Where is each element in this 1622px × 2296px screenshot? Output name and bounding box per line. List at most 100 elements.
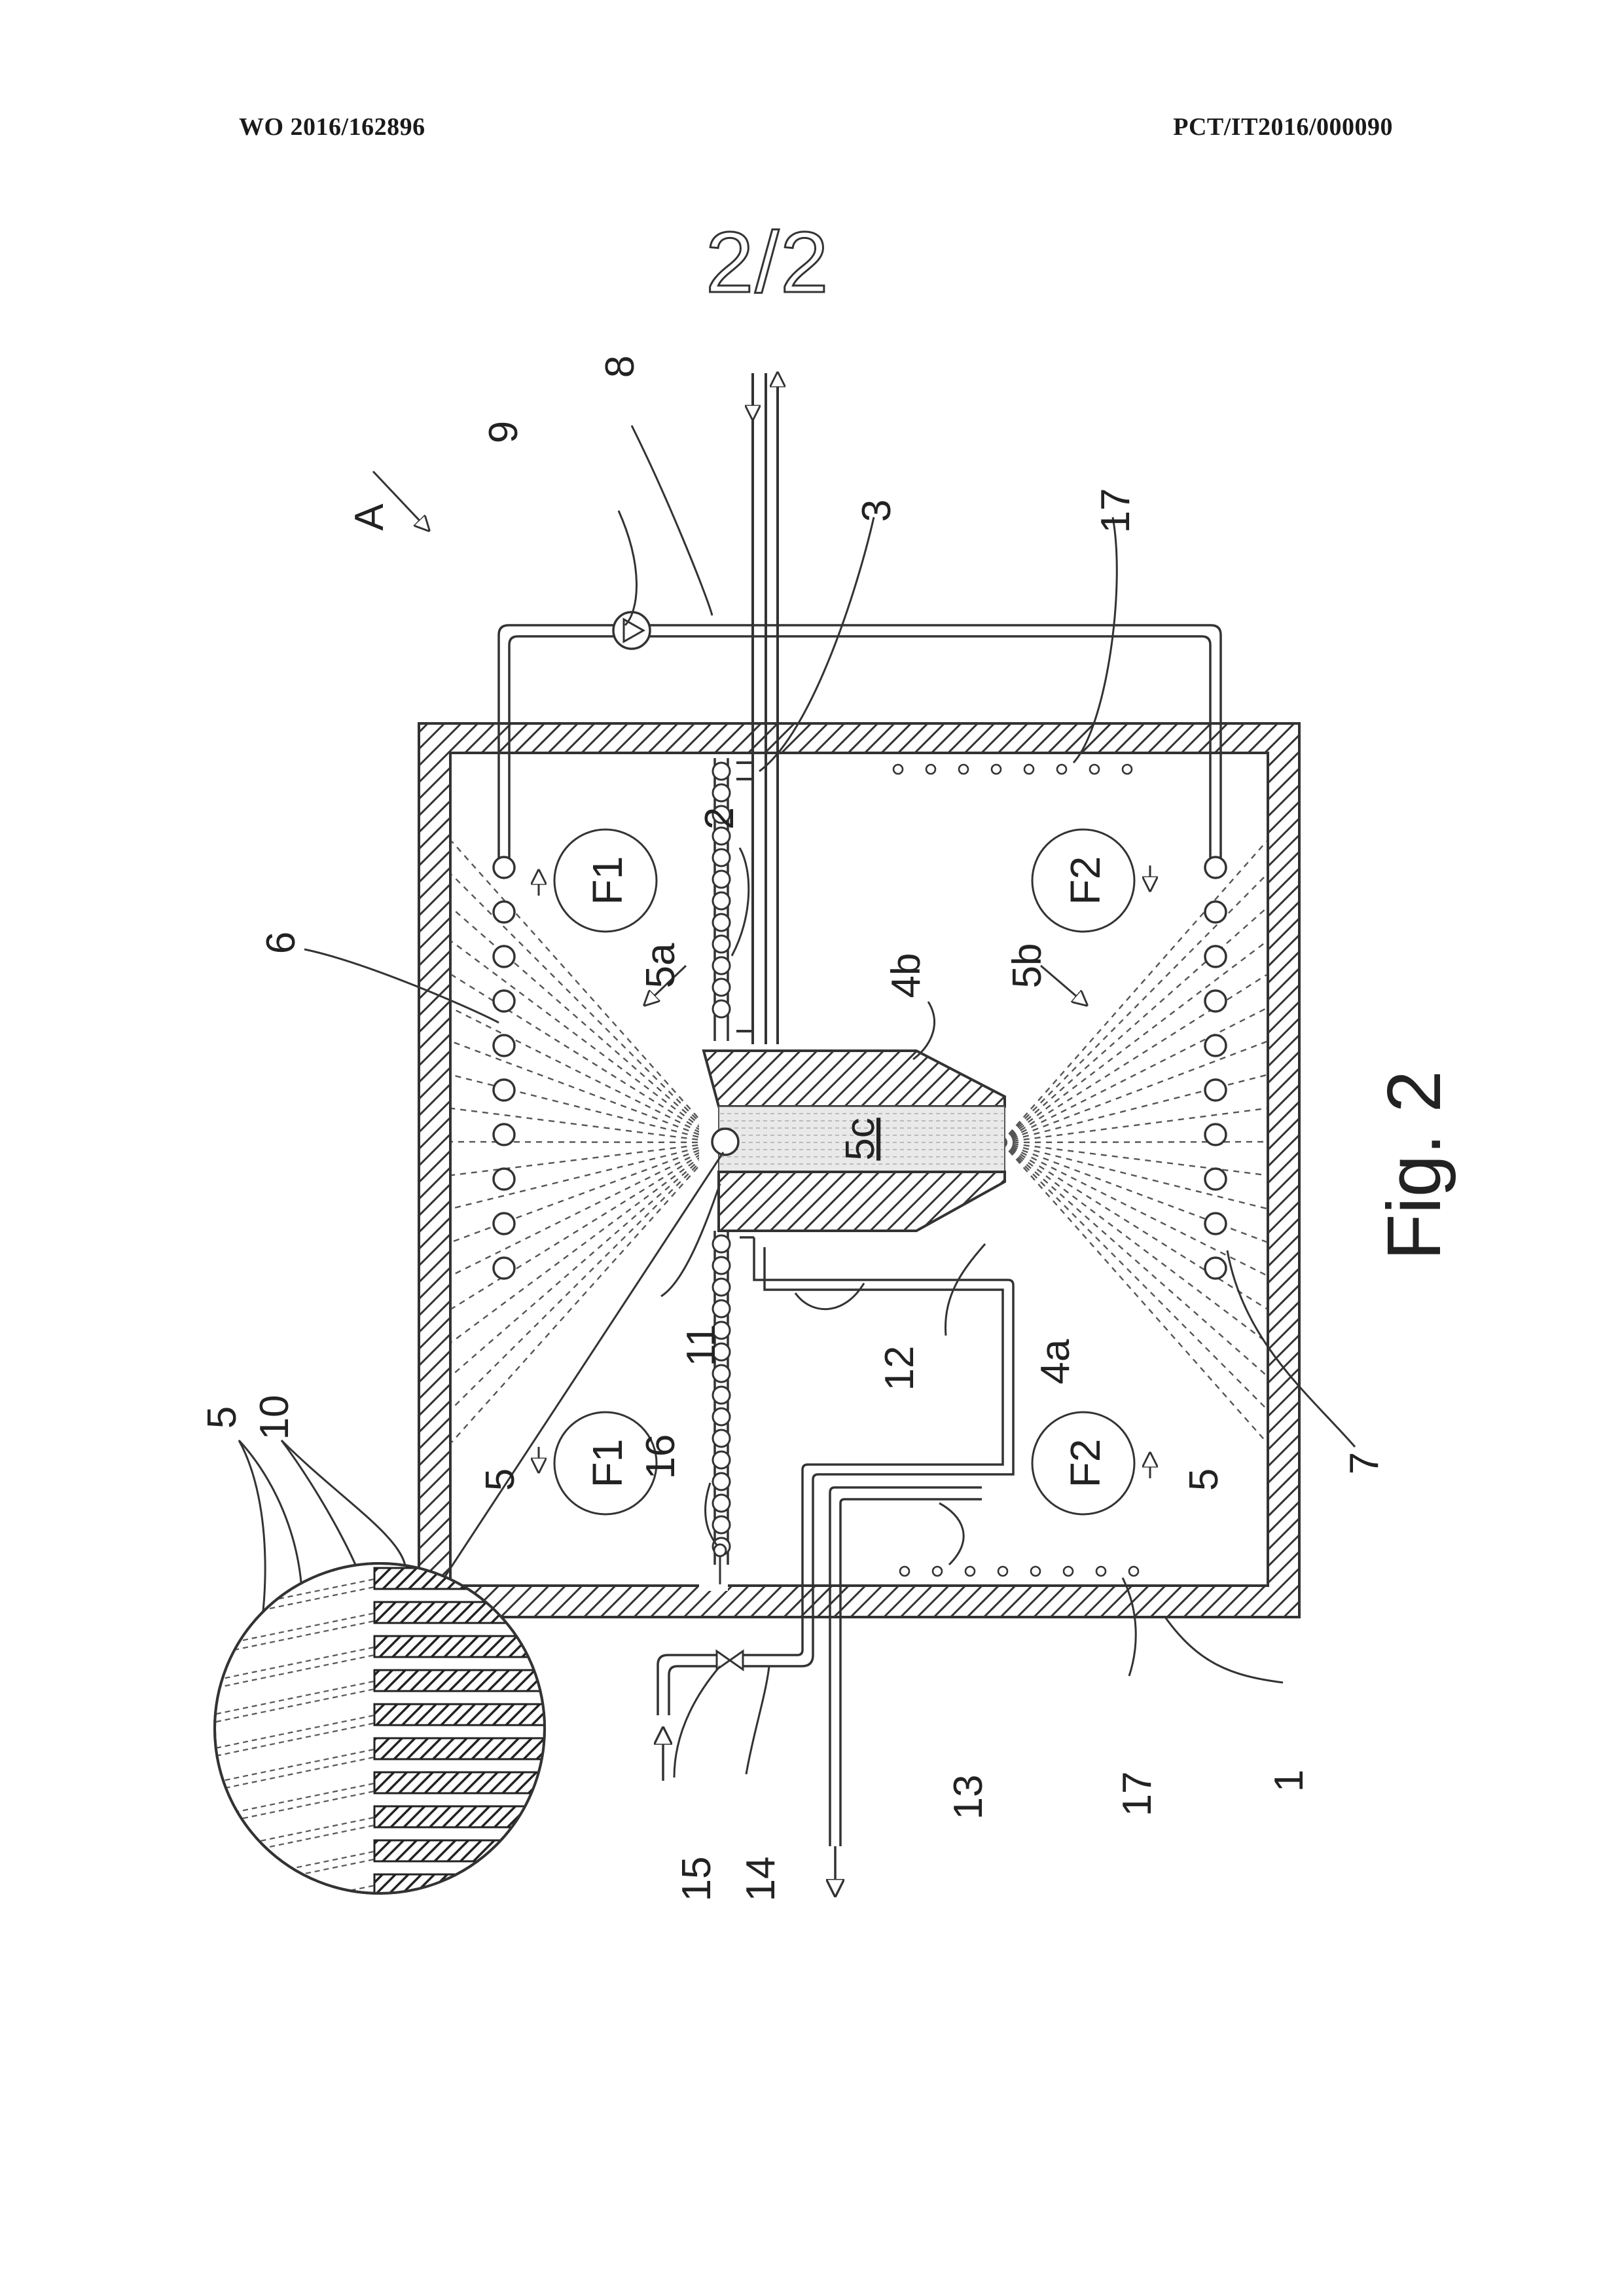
radiation-line-right: [1001, 841, 1267, 1143]
element-17: [892, 763, 904, 775]
radiation-line-left: [451, 941, 721, 1143]
coil-turn: [712, 1277, 731, 1297]
label-5c: 5c: [838, 1118, 883, 1160]
label-12: 12: [877, 1346, 922, 1391]
label-f2-bottom: F2: [1062, 1439, 1109, 1488]
radiation-line-left: [451, 1074, 721, 1144]
coil-turn: [712, 1493, 731, 1513]
vertical-feed-pipe: [736, 373, 779, 1044]
nozzle: [1204, 945, 1227, 968]
coil-turn: [712, 1407, 731, 1427]
inset-bar: [373, 1839, 545, 1863]
coil-turn: [712, 761, 731, 781]
radiation-line-left: [451, 1141, 721, 1176]
label-f1-top: F1: [584, 856, 631, 905]
coil-turn: [712, 1472, 731, 1491]
radiation-line-left: [451, 1141, 721, 1243]
pipe-14: [658, 1604, 814, 1781]
direction-arrows: [372, 470, 1087, 1005]
label-9: 9: [481, 421, 526, 443]
inset-ray: [215, 1722, 375, 1757]
element-17: [1056, 763, 1068, 775]
nozzle: [1204, 1034, 1227, 1057]
label-7: 7: [1342, 1452, 1387, 1474]
radiation-line-right: [1001, 874, 1267, 1143]
coil-turn: [712, 1515, 731, 1535]
label-17-bottom: 17: [1115, 1772, 1160, 1817]
coil-turn: [712, 1450, 731, 1470]
inset-ray: [215, 1714, 375, 1749]
coil-turn: [712, 1321, 731, 1340]
coil-turn: [712, 1299, 731, 1319]
coil-turn: [712, 1342, 731, 1362]
label-15: 15: [674, 1857, 719, 1902]
radiation-line-right: [1001, 1142, 1267, 1343]
right-nozzle-column: [1204, 856, 1227, 1280]
valve-15: [715, 1649, 744, 1671]
radiation-line-left: [451, 907, 721, 1143]
radiation-line-right: [1001, 1142, 1267, 1376]
sheet-number: 2/2: [705, 213, 830, 312]
element-17: [1095, 1565, 1107, 1577]
nozzle: [492, 1167, 516, 1191]
label-10-inset: 10: [252, 1395, 297, 1440]
label-16: 16: [638, 1434, 683, 1480]
leader-lines: [238, 425, 1356, 1778]
label-1: 1: [1267, 1770, 1312, 1792]
coil-turn: [712, 934, 731, 954]
nozzle: [1204, 1212, 1227, 1235]
label-a: A: [347, 503, 392, 531]
pipe-13: [830, 1486, 982, 1895]
coil-turn: [712, 1385, 731, 1405]
label-8: 8: [598, 355, 643, 378]
coil-turn: [712, 999, 731, 1019]
radiation-line-left: [451, 841, 721, 1143]
workpiece-4a: [717, 1171, 1006, 1232]
radiation-line-left: [451, 1142, 721, 1343]
label-14: 14: [738, 1857, 784, 1902]
coil-turn: [712, 848, 731, 867]
inset-ray: [215, 1688, 375, 1723]
radiation-line-right: [1001, 1141, 1267, 1176]
inset-ray: [215, 1884, 375, 1893]
radiation-line-left: [451, 974, 721, 1144]
coil-turn: [712, 977, 731, 997]
inset-bar: [373, 1737, 545, 1760]
inset-bar: [373, 1703, 545, 1726]
inset-ray: [215, 1680, 375, 1715]
radiation-line-right: [1001, 1142, 1267, 1410]
radiation-line-right: [1001, 1141, 1267, 1210]
publication-number: WO 2016/162896: [239, 113, 425, 141]
inset-bar: [373, 1805, 545, 1829]
label-5a: 5a: [638, 943, 683, 988]
radiation-line-right: [1001, 1040, 1267, 1144]
label-3: 3: [854, 500, 899, 522]
label-17-top: 17: [1093, 488, 1138, 534]
coil-turn: [712, 1429, 731, 1448]
element-17: [899, 1565, 910, 1577]
enclosure-wall: [418, 722, 1301, 1618]
radiation-line-left: [451, 1007, 721, 1144]
radiation-line-left: [451, 1040, 721, 1144]
element-17: [964, 1565, 976, 1577]
nozzle: [1204, 900, 1227, 924]
coil-turn: [712, 1234, 731, 1254]
label-13: 13: [946, 1775, 991, 1820]
label-5b: 5b: [1005, 943, 1050, 989]
label-f1-bottom: F1: [584, 1439, 631, 1488]
radiation-line-left: [451, 1141, 721, 1210]
element-17: [925, 763, 937, 775]
nozzle: [492, 900, 516, 924]
radiation-line-right: [1001, 1141, 1267, 1310]
nozzle: [492, 1256, 516, 1280]
element-17: [1062, 1565, 1074, 1577]
radiation-line-right: [1001, 1107, 1267, 1144]
coil-turn: [712, 805, 731, 824]
application-number: PCT/IT2016/000090: [1173, 113, 1393, 141]
coil-turn: [712, 956, 731, 975]
nozzle: [492, 1212, 516, 1235]
circulation-pipe: [497, 624, 1222, 864]
inset-bar: [373, 1635, 545, 1658]
workpiece-4b: [702, 1049, 1006, 1108]
